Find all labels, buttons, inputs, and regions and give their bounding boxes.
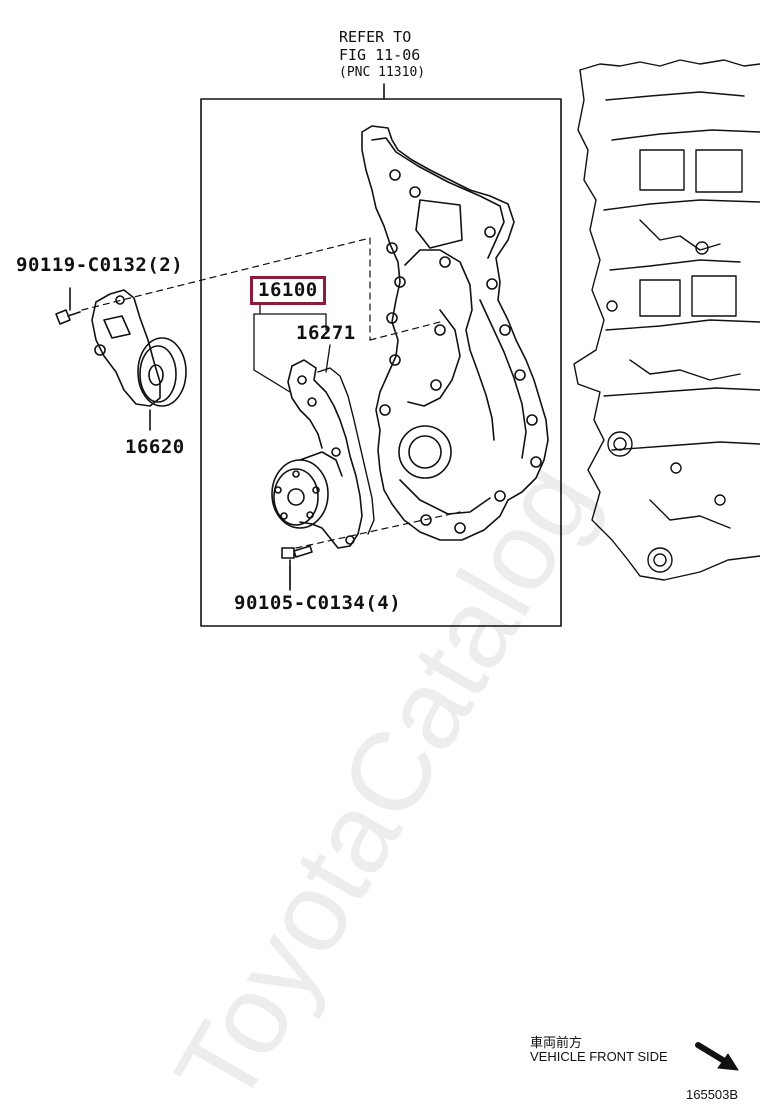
refer-line-3: (PNC 11310) [339, 65, 426, 80]
callout-gasket[interactable]: 16271 [296, 322, 356, 344]
water-pump [271, 359, 363, 549]
callout-bolt-top[interactable]: 90119-C0132(2) [16, 254, 184, 276]
gasket [317, 367, 375, 535]
front-side-japanese: 車両前方 [530, 1035, 583, 1050]
tensioner [91, 289, 187, 431]
selected-part-highlight [250, 276, 326, 305]
engine-block [573, 59, 760, 581]
refer-line-1: REFER TO [339, 28, 412, 46]
guide-lines [81, 237, 461, 549]
refer-to-note: REFER TO FIG 11-06 (PNC 11310) [339, 28, 425, 82]
group-frame [200, 98, 562, 627]
vehicle-front-arrow-icon [695, 1042, 739, 1071]
figure-code: 165503B [686, 1087, 739, 1102]
timing-cover [361, 125, 549, 541]
bolt-top-drawing [55, 287, 81, 325]
callout-tensioner[interactable]: 16620 [125, 436, 185, 458]
bolt-bottom-drawing [281, 545, 313, 591]
leader-lines [253, 304, 331, 589]
front-side-label: VEHICLE FRONT SIDE [530, 1049, 668, 1064]
callout-bolt-bottom[interactable]: 90105-C0134(4) [234, 592, 402, 614]
refer-line-2: FIG 11-06 [339, 46, 421, 64]
callout-pump-assy[interactable]: 16100 [258, 279, 318, 301]
